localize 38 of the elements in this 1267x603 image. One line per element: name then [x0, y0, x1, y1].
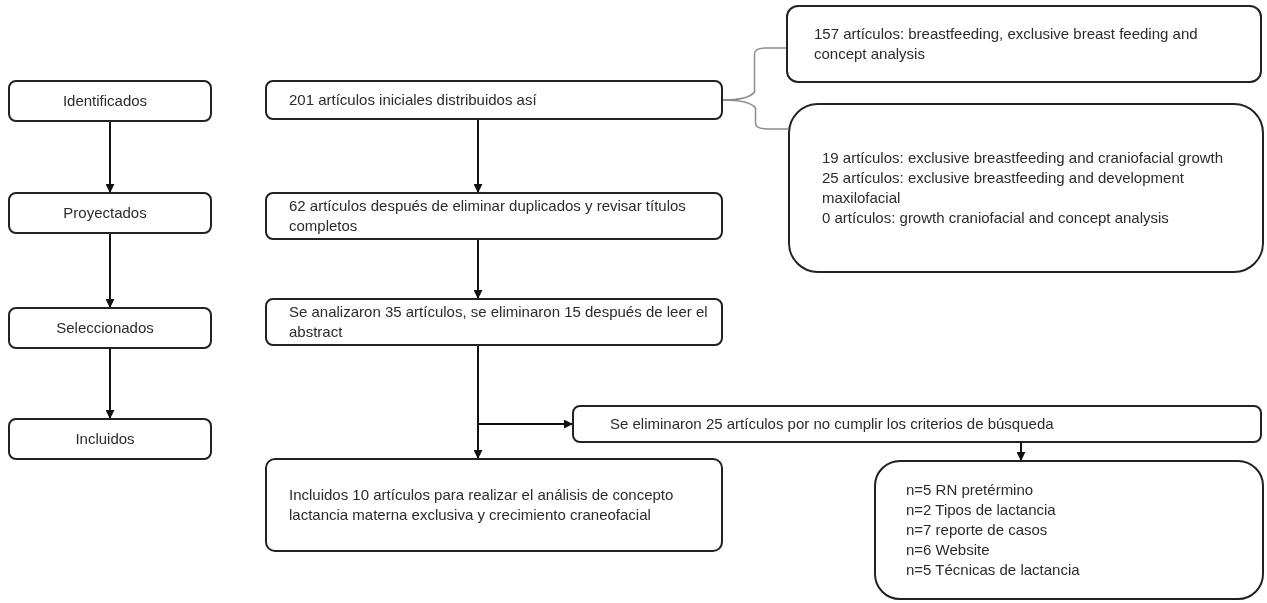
box-text: 0 artículos: growth craniofacial and concept analysis: [822, 208, 1170, 228]
box-text: n=2 Tipos de lactancia: [906, 500, 1057, 520]
box-text: n=5 RN pretérmino: [906, 480, 1035, 500]
box-text: n=7 reporte de casos: [906, 520, 1049, 540]
stage-box: [8, 80, 212, 122]
box-text: Seleccionados: [56, 318, 154, 338]
box-text: n=5 Técnicas de lactancia: [906, 560, 1081, 580]
box-text: 62 artículos después de eliminar duplicados y revisar títulos completos: [289, 196, 687, 236]
stage-box: [8, 418, 212, 460]
box-text: 19 artículos: exclusive breastfeeding and craniofacial growth: [822, 148, 1225, 168]
box-text: Proyectados: [63, 203, 147, 223]
stage-box: [8, 307, 212, 349]
arrow: [473, 119, 483, 193]
process-box: [788, 103, 1264, 273]
box-text: n=6 Website: [906, 540, 991, 560]
process-box: [265, 458, 723, 552]
process-box: [265, 298, 723, 346]
arrow: [105, 121, 115, 193]
process-box: [265, 192, 723, 240]
arrow: [1016, 442, 1026, 461]
box-text: Incluidos 10 artículos para realizar el análisis de concepto lactancia materna exclusiva y crecimiento craneofacial: [289, 485, 675, 525]
box-text: 201 artículos iniciales distribuidos así: [289, 90, 538, 110]
process-box: [786, 5, 1262, 83]
box-text: 157 artículos: breastfeeding, exclusive breast feeding and concept analysis: [814, 24, 1199, 64]
arrow: [105, 348, 115, 419]
arrow: [477, 345, 573, 429]
box-text: Se analizaron 35 artículos, se eliminaron 15 después de leer el abstract: [289, 302, 709, 342]
arrow: [473, 239, 483, 299]
process-box: [265, 80, 723, 120]
arrow: [105, 233, 115, 308]
process-box: [874, 460, 1264, 600]
bracket-connector: [722, 99, 789, 130]
box-text: Identificados: [62, 91, 148, 111]
box-text: Se eliminaron 25 artículos por no cumplir los criterios de búsqueda: [610, 414, 1055, 434]
box-text: 25 artículos: exclusive breastfeeding and development maxilofacial: [822, 168, 1185, 208]
box-text: Incluidos: [75, 429, 135, 449]
process-box: [572, 405, 1262, 443]
stage-box: [8, 192, 212, 234]
